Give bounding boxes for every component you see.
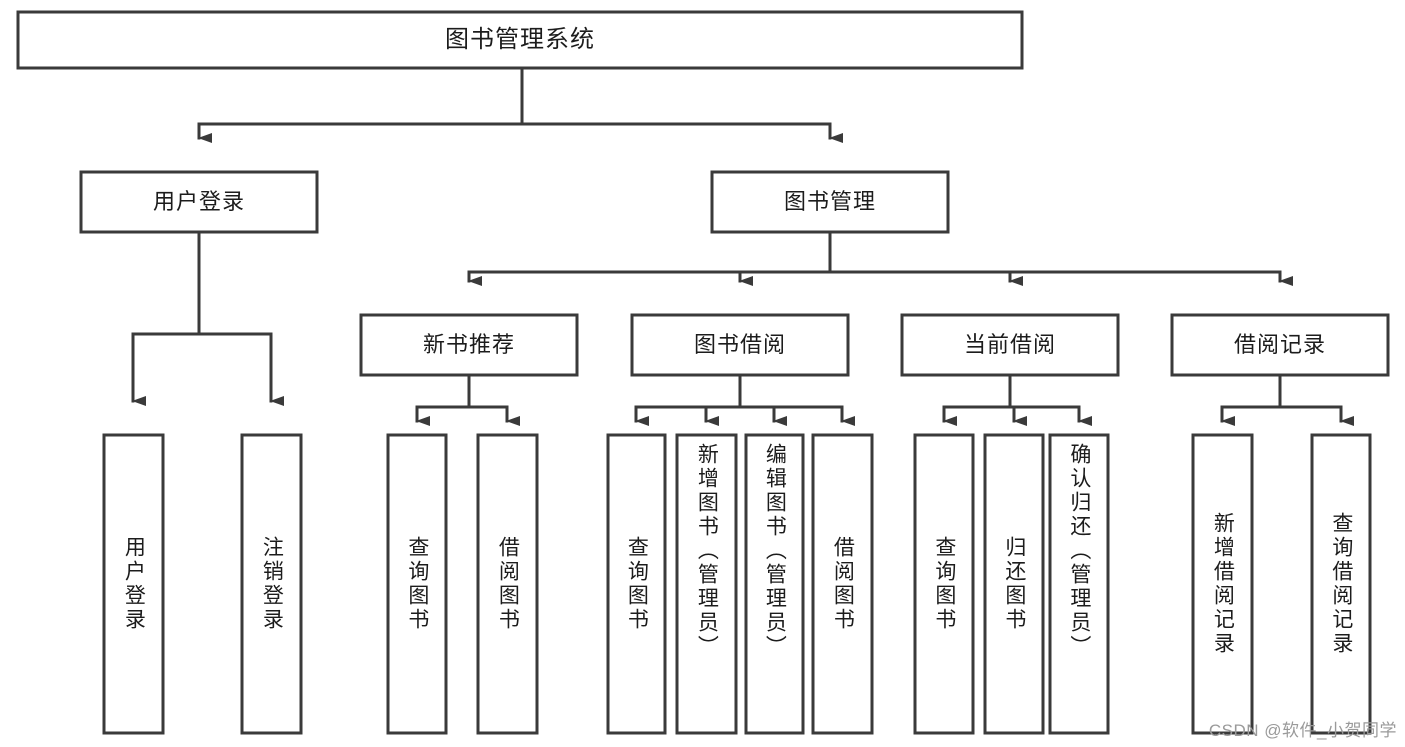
leaf-borrow-book-rec-box[interactable] — [476, 433, 539, 735]
leaf-query-book-current-box[interactable] — [913, 433, 975, 735]
leaf-query-book-borrow-box[interactable] — [606, 433, 667, 735]
leaf-borrow-book-box[interactable] — [811, 433, 874, 735]
leaf-add-record-box[interactable] — [1191, 433, 1254, 735]
node-new-book-recommend-box[interactable] — [359, 313, 579, 377]
node-book-management-box[interactable] — [710, 170, 950, 234]
watermark-text: CSDN @软件_小贺同学 — [1208, 721, 1397, 740]
node-borrow-record-box[interactable] — [1170, 313, 1390, 377]
node-current-borrow-box[interactable] — [900, 313, 1120, 377]
leaf-logout-box[interactable] — [240, 433, 303, 735]
leaf-return-book-box[interactable] — [983, 433, 1045, 735]
leaf-confirm-return-box[interactable] — [1048, 433, 1110, 735]
leaf-query-book-rec-box[interactable] — [386, 433, 448, 735]
leaf-edit-book-box[interactable] — [744, 433, 805, 735]
leaf-user-login-box[interactable] — [102, 433, 165, 735]
node-root-box[interactable] — [16, 10, 1024, 70]
node-book-borrow-box[interactable] — [630, 313, 850, 377]
node-user-login-box[interactable] — [79, 170, 319, 234]
leaf-query-record-box[interactable] — [1310, 433, 1372, 735]
leaf-add-book-box[interactable] — [675, 433, 738, 735]
